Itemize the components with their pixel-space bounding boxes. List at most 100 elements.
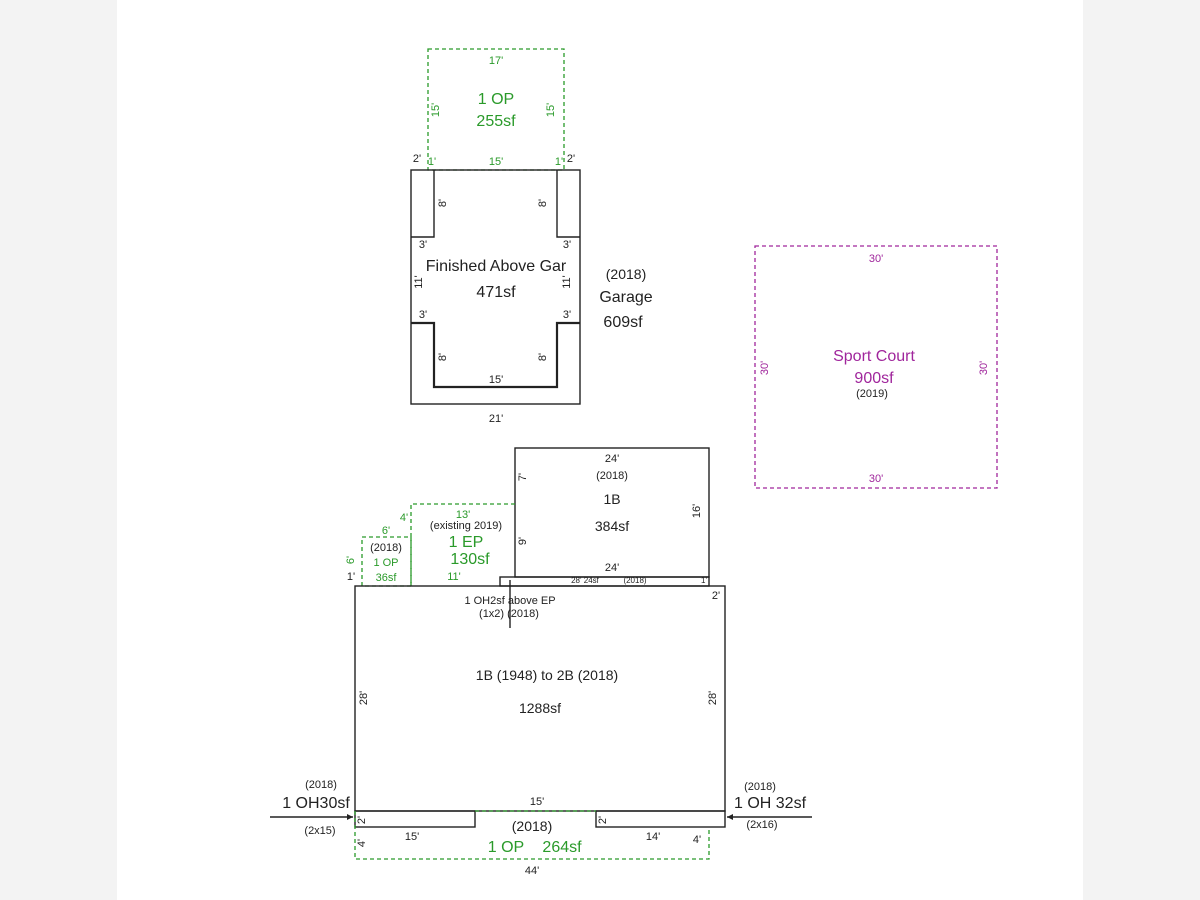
overhang-right-dim-bottom: 14' (646, 831, 660, 843)
garage-dim-bottom: 21' (489, 413, 503, 425)
overhang-left-arrow (347, 814, 353, 820)
open-porch-bottom[interactable]: (2018) 1 OP 264sf 4' 4' 44' (354, 810, 710, 877)
enclosed-porch-dim-bottom: 11' (447, 571, 461, 583)
enclosed-porch-note: (existing 2019) (430, 520, 502, 532)
addition-1b-year: (2018) (596, 470, 628, 482)
main-house-outline (354, 585, 726, 812)
garage-dim-8-tr: 8' (537, 199, 549, 207)
open-porch-bottom-year: (2018) (512, 818, 552, 834)
garage-dim-3-tr: 3' (563, 239, 571, 251)
addition-1b-strip-year: (2018) (623, 576, 646, 585)
open-porch-top-dim-top: 17' (489, 55, 503, 67)
overhang-left-dim-bottom: 15' (405, 831, 419, 843)
garage[interactable]: 2' 1' 15' 1' 2' 8' 8' 3' 3' 11' 11' 3' 3… (410, 153, 653, 425)
garage-upper-notch-tr (556, 170, 580, 238)
addition-1b[interactable]: 24' (2018) 1B 384sf 7' 9' 16' 24' 28' 24… (499, 447, 710, 587)
main-house-dim-left: 28' (358, 691, 370, 705)
main-house-area: 1288sf (519, 700, 561, 716)
enclosed-porch-dim-top: 13' (456, 509, 470, 521)
overhang-left-label: 1 OH30sf (282, 795, 350, 812)
open-porch-top[interactable]: 17' 15' 15' 1 OP 255sf (427, 48, 565, 171)
overhang-right[interactable]: (2018) 1 OH 32sf (2x16) 2' 14' (595, 781, 812, 843)
open-porch-bottom-area: 264sf (542, 839, 582, 856)
addition-1b-outline (514, 447, 710, 578)
garage-dim-right-1: 1' (555, 156, 563, 168)
sketch-sheet: 17' 15' 15' 1 OP 255sf 2' 1' 15' 1' 2' 8… (117, 0, 1083, 900)
garage-dim-top-mid: 15' (489, 156, 503, 168)
sport-court-area: 900sf (854, 370, 894, 387)
open-porch-bottom-dim-left: 4' (356, 839, 368, 847)
open-porch-small-area: 36sf (376, 572, 398, 584)
overhang-right-year: (2018) (744, 781, 776, 793)
addition-1b-dim-left-a: 7' (517, 473, 529, 481)
garage-dim-3-br: 3' (563, 309, 571, 321)
garage-dim-11-r: 11' (561, 275, 573, 289)
garage-dim-11-l: 11' (413, 275, 425, 289)
open-porch-top-area: 255sf (476, 113, 516, 130)
addition-1b-label: 1B (603, 491, 620, 507)
overhang-left-dim-side: 2' (356, 816, 368, 824)
overhang-right-label: 1 OH 32sf (734, 795, 807, 812)
addition-1b-dim-left-b: 9' (517, 537, 529, 545)
main-house-dim-right: 28' (707, 691, 719, 705)
overhang-right-arrow (727, 814, 733, 820)
garage-dim-8-br: 8' (537, 353, 549, 361)
overhang-right-outline (595, 810, 726, 828)
garage-upper-bottom-edge (411, 321, 580, 389)
open-porch-top-dim-right: 15' (545, 103, 557, 117)
sport-court-dim-top: 30' (869, 253, 883, 265)
enclosed-porch-area: 130sf (450, 551, 490, 568)
addition-1b-area: 384sf (595, 518, 629, 534)
enclosed-porch-label: 1 EP (449, 534, 484, 551)
main-house[interactable]: 1 OH2sf above EP (1x2) (2018) 2' 1B (194… (354, 580, 726, 812)
garage-dim-right-2: 2' (567, 153, 575, 165)
sport-court-label: Sport Court (833, 348, 915, 365)
addition-1b-strip-side: 1' (701, 576, 707, 585)
open-porch-top-outline (427, 48, 565, 171)
garage-dim-bottom-inner: 15' (489, 374, 503, 386)
open-porch-bottom-dim-right: 4' (693, 834, 701, 846)
enclosed-porch[interactable]: 13' (existing 2019) 1 EP 130sf 11' 4' (400, 503, 515, 586)
garage-year: (2018) (606, 266, 646, 282)
open-porch-bottom-outline (354, 811, 710, 860)
open-porch-top-label: 1 OP (478, 91, 514, 108)
garage-outline (410, 169, 581, 405)
main-house-dim-bottom-mid: 15' (530, 796, 544, 808)
open-porch-small-year: (2018) (370, 542, 402, 554)
garage-name: Garage (599, 289, 652, 306)
overhang-right-dims: (2x16) (746, 819, 777, 831)
overhang-left[interactable]: (2018) 1 OH30sf (2x15) 2' 15' (270, 779, 476, 843)
addition-1b-strip-dim: 28' 24sf (571, 576, 600, 585)
open-porch-bottom-label: 1 OP (488, 839, 524, 856)
addition-1b-dim-bottom: 24' (605, 562, 619, 574)
open-porch-small-dim-top: 6' (382, 525, 390, 537)
sport-court[interactable]: 30' 30' 30' 30' Sport Court 900sf (2019) (754, 245, 998, 489)
overhang-above-ep-line2: (1x2) (2018) (479, 608, 539, 620)
garage-dim-3-tl: 3' (419, 239, 427, 251)
sport-court-outline (754, 245, 998, 489)
open-porch-small[interactable]: 6' 6' 1' (2018) 1 OP 36sf (345, 525, 412, 587)
open-porch-top-dim-left: 15' (430, 103, 442, 117)
open-porch-small-dim-bottom-left: 1' (347, 571, 355, 583)
sport-court-year: (2019) (856, 388, 888, 400)
open-porch-bottom-dim-bottom: 44' (525, 865, 539, 877)
addition-1b-dim-top: 24' (605, 453, 619, 465)
garage-upper-notch-tl (411, 170, 435, 238)
garage-upper-area: 471sf (476, 284, 516, 301)
overhang-left-outline (354, 810, 476, 828)
sport-court-dim-bottom: 30' (869, 473, 883, 485)
overhang-right-dim-side: 2' (597, 816, 609, 824)
overhang-above-ep-line1: 1 OH2sf above EP (464, 595, 555, 607)
main-house-label: 1B (1948) to 2B (2018) (476, 667, 618, 683)
main-house-dim-top-right: 2' (712, 590, 720, 602)
addition-1b-strip (499, 576, 710, 587)
floor-plan-sketch: 17' 15' 15' 1 OP 255sf 2' 1' 15' 1' 2' 8… (270, 48, 998, 877)
open-porch-small-label: 1 OP (373, 557, 398, 569)
addition-1b-dim-right: 16' (691, 504, 703, 518)
garage-dim-8-tl: 8' (437, 199, 449, 207)
sport-court-dim-left: 30' (759, 361, 771, 375)
sport-court-dim-right: 30' (978, 361, 990, 375)
garage-dim-left-1: 1' (428, 156, 436, 168)
garage-area: 609sf (603, 314, 643, 331)
open-porch-small-dim-left: 6' (345, 556, 357, 564)
